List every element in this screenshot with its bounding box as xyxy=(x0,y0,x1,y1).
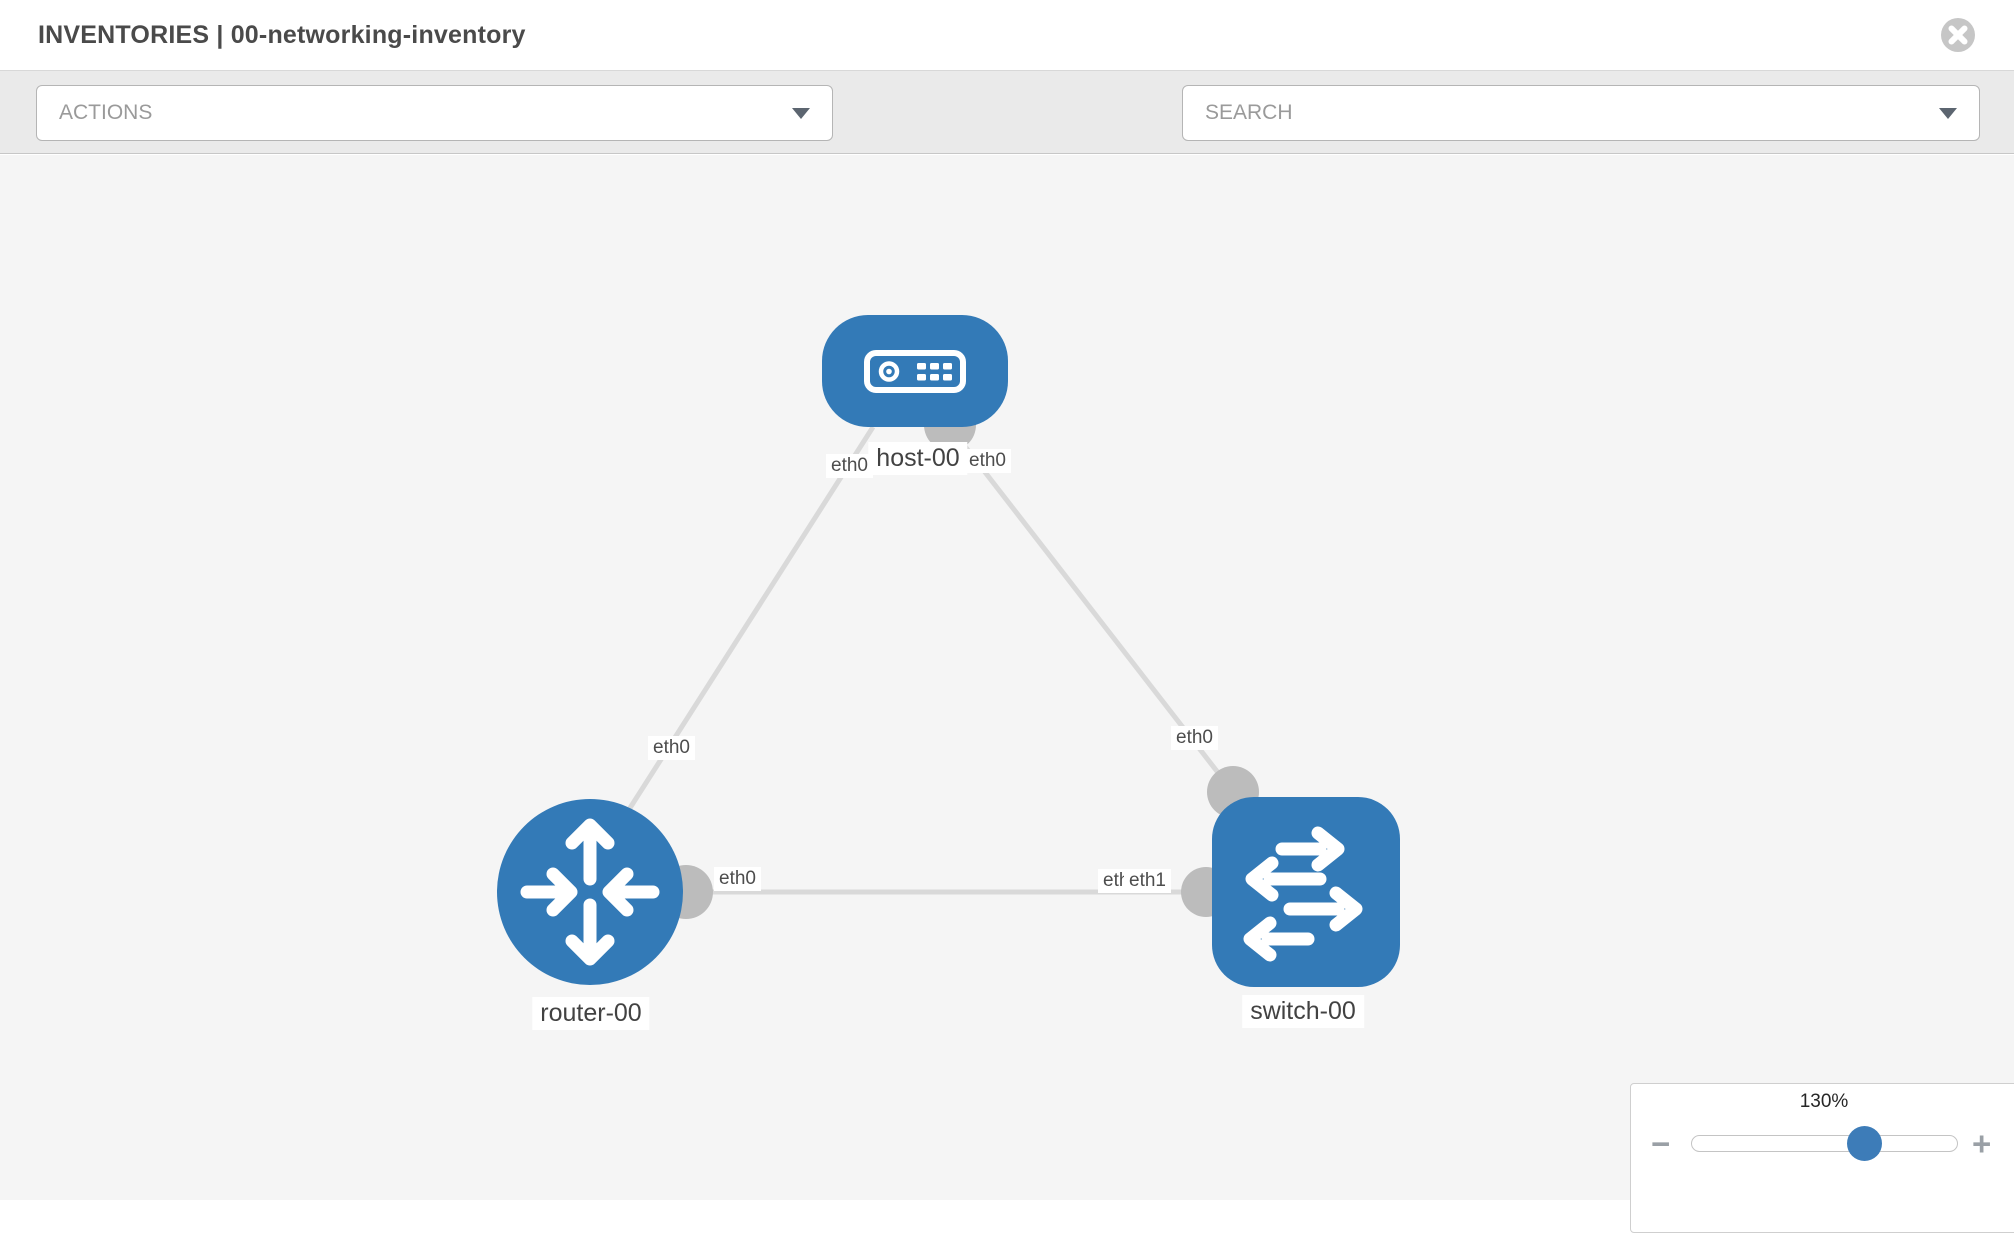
actions-dropdown-value: ACTIONS xyxy=(59,101,153,124)
interface-label-router-eth0-mid: eth0 xyxy=(714,867,761,891)
topology-links-layer xyxy=(597,399,1259,919)
search-dropdown[interactable]: SEARCH xyxy=(1182,85,1980,141)
node-switch[interactable] xyxy=(1212,797,1400,987)
interface-label-host-eth0-left: eth0 xyxy=(826,454,873,478)
zoom-out-button[interactable]: − xyxy=(1651,1125,1671,1162)
actions-dropdown[interactable]: ACTIONS xyxy=(36,85,833,141)
host-icon xyxy=(864,350,966,393)
zoom-slider-knob[interactable] xyxy=(1847,1126,1882,1161)
interface-label-switch-eth0-top: eth0 xyxy=(1171,726,1218,750)
zoom-in-button[interactable]: + xyxy=(1972,1125,1992,1162)
interface-label-router-eth0-top: eth0 xyxy=(648,736,695,760)
zoom-panel: 130% − + xyxy=(1630,1083,2014,1233)
router-icon xyxy=(520,818,660,966)
zoom-level-label: 130% xyxy=(1799,1091,1849,1112)
node-label-router: router-00 xyxy=(532,997,650,1030)
close-button[interactable] xyxy=(1940,17,1976,53)
interface-label-switch-eth1: eth1 xyxy=(1124,869,1171,893)
chevron-down-icon xyxy=(1939,107,1957,119)
topology-canvas[interactable]: host-00 router-00 switch-00 eth0 eth0 et… xyxy=(0,155,2014,1233)
chevron-down-icon xyxy=(792,107,810,119)
link-host-router[interactable] xyxy=(597,425,876,857)
node-label-host: host-00 xyxy=(868,442,968,475)
interface-label-host-eth0-right: eth0 xyxy=(964,449,1011,473)
zoom-slider-track[interactable] xyxy=(1691,1135,1958,1152)
window-header: INVENTORIES | 00-networking-inventory xyxy=(0,0,2014,70)
search-dropdown-value: SEARCH xyxy=(1205,101,1293,124)
node-host[interactable] xyxy=(822,315,1008,427)
toolbar: ACTIONS SEARCH xyxy=(0,70,2014,202)
node-label-switch: switch-00 xyxy=(1242,995,1364,1028)
close-icon xyxy=(1941,18,1975,52)
page-title: INVENTORIES | 00-networking-inventory xyxy=(38,20,526,49)
node-router[interactable] xyxy=(497,799,683,985)
switch-icon xyxy=(1243,826,1363,962)
